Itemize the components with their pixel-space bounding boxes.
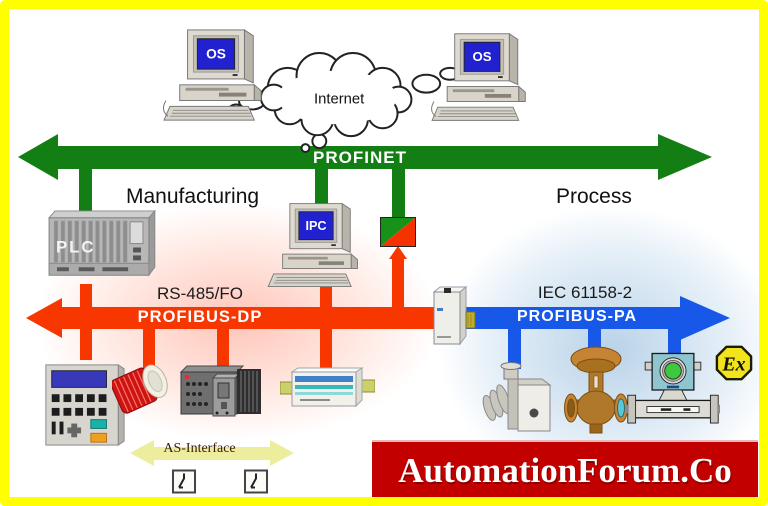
profibus-pa-bus-bar — [460, 307, 682, 329]
process-zone-label: Process — [556, 185, 632, 208]
profinet-bus-label: PROFINET — [313, 148, 407, 167]
profinet-right-arrowhead-icon — [658, 134, 712, 180]
pump-device — [482, 362, 552, 432]
ipc-workstation: IPC — [267, 202, 358, 288]
control-valve-device — [564, 346, 628, 434]
ex-hazardous-area-badge: Ex — [715, 345, 753, 381]
dp-line-plc — [80, 284, 92, 310]
plc-label: PLC — [56, 237, 96, 256]
dp-line-link — [392, 258, 404, 309]
profibus-dp-bus-bar — [58, 307, 438, 329]
internet-label: Internet — [314, 91, 365, 107]
iec-standard-label: IEC 61158-2 — [537, 283, 633, 302]
profinet-drop-plc — [79, 166, 92, 216]
profinet-drop-ipc — [315, 166, 328, 208]
profinet-bus-bar — [50, 146, 662, 169]
banner-text: AutomationForum.Co — [398, 450, 732, 490]
profinet-profibus-link-icon — [380, 217, 416, 247]
dp-line-terminal — [320, 327, 332, 370]
manufacturing-zone-label: Manufacturing — [126, 185, 260, 208]
motor-drive-device — [112, 364, 168, 414]
profibus-pa-right-arrowhead-icon — [680, 296, 730, 340]
asi-switch-icon-2 — [244, 469, 268, 494]
os-left-screen-label: OS — [206, 46, 226, 61]
dp-line-panel — [80, 327, 92, 360]
ex-badge-label: Ex — [721, 354, 745, 376]
as-interface-left-arrowhead-icon — [130, 440, 154, 466]
plc-device: PLC — [47, 209, 156, 277]
dp-pa-coupler-device — [432, 285, 476, 346]
os-workstation-left: OS — [163, 29, 262, 121]
pa-line-pump — [508, 327, 521, 369]
automationforum-banner: AutomationForum.Co — [372, 440, 758, 499]
os-right-screen-label: OS — [472, 49, 491, 64]
internet-cloud-icon: Internet — [228, 51, 461, 154]
profibus-pa-bus-label: PROFIBUS-PA — [516, 308, 638, 325]
link-up-arrowhead-icon — [389, 246, 407, 259]
terminal-module-device — [280, 367, 375, 408]
profibus-dp-left-arrowhead-icon — [26, 298, 62, 338]
as-interface-label: AS-Interface — [163, 441, 236, 456]
os-workstation-right: OS — [431, 32, 526, 121]
profinet-left-arrowhead-icon — [18, 134, 58, 180]
ipc-screen-label: IPC — [305, 219, 326, 233]
dp-line-motor — [143, 327, 155, 369]
as-interface-bar — [152, 447, 270, 460]
as-interface-right-arrowhead-icon — [270, 440, 294, 466]
dp-line-io — [217, 327, 229, 367]
remote-io-device — [179, 365, 261, 417]
flowmeter-transmitter-device — [626, 352, 720, 424]
profibus-dp-bus-label: PROFIBUS-DP — [137, 308, 263, 326]
asi-switch-icon-1 — [172, 469, 196, 494]
rs485-standard-label: RS-485/FO — [157, 284, 243, 303]
profinet-drop-link — [392, 166, 405, 219]
